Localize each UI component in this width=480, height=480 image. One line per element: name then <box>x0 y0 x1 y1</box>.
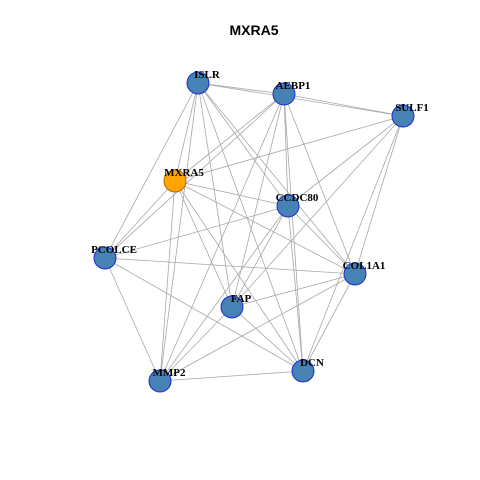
node-mxra5: MXRA5 <box>163 167 204 193</box>
edge-islr-sulf1 <box>197 82 404 117</box>
node-dcn: DCN <box>291 357 324 383</box>
node-circle-mxra5 <box>163 169 187 193</box>
node-label-mxra5: MXRA5 <box>164 167 204 179</box>
node-ccdc80: CCDC80 <box>276 192 319 218</box>
edge-mxra5-mmp2 <box>159 180 176 382</box>
edge-mxra5-col1a1 <box>174 180 356 275</box>
node-mmp2: MMP2 <box>148 367 186 393</box>
edge-islr-dcn <box>197 82 304 372</box>
node-label-pcolce: PCOLCE <box>91 244 137 256</box>
node-circle-fap <box>220 295 244 319</box>
edge-aebp1-mmp2 <box>159 93 285 382</box>
edge-islr-pcolce <box>104 82 199 259</box>
node-circle-mmp2 <box>148 369 172 393</box>
node-label-dcn: DCN <box>300 357 324 369</box>
edge-col1a1-mmp2 <box>159 273 356 382</box>
edge-ccdc80-col1a1 <box>287 205 356 275</box>
node-label-aebp1: AEBP1 <box>276 80 311 92</box>
edge-mxra5-fap <box>174 180 233 308</box>
node-label-ccdc80: CCDC80 <box>276 192 319 204</box>
edge-ccdc80-pcolce <box>104 205 289 259</box>
node-circle-islr <box>186 71 210 95</box>
edge-pcolce-col1a1 <box>104 257 356 275</box>
edge-mxra5-dcn <box>174 180 304 372</box>
node-sulf1: SULF1 <box>391 102 429 128</box>
edge-fap-dcn <box>231 306 304 372</box>
diagram-title: MXRA5 <box>229 22 278 38</box>
node-islr: ISLR <box>186 69 221 95</box>
edge-pcolce-dcn <box>104 257 304 372</box>
edges-layer <box>104 82 404 382</box>
node-col1a1: COL1A1 <box>343 260 386 286</box>
edge-col1a1-dcn <box>302 273 356 372</box>
edge-sulf1-ccdc80 <box>287 115 404 207</box>
node-label-mmp2: MMP2 <box>153 367 186 379</box>
edge-mxra5-pcolce <box>104 180 176 259</box>
edge-aebp1-ccdc80 <box>283 93 289 207</box>
node-label-sulf1: SULF1 <box>395 102 429 114</box>
node-circle-ccdc80 <box>276 194 300 218</box>
node-circle-pcolce <box>93 246 117 270</box>
edge-aebp1-mxra5 <box>174 93 285 182</box>
edge-islr-aebp1 <box>197 82 285 95</box>
node-aebp1: AEBP1 <box>272 80 311 106</box>
edge-aebp1-pcolce <box>104 93 285 259</box>
edge-islr-ccdc80 <box>197 82 289 207</box>
edge-islr-mmp2 <box>159 82 199 382</box>
edge-ccdc80-fap <box>231 205 289 308</box>
node-circle-col1a1 <box>343 262 367 286</box>
edge-ccdc80-dcn <box>287 205 304 372</box>
edge-aebp1-col1a1 <box>283 93 356 275</box>
edge-sulf1-mxra5 <box>174 115 404 182</box>
edge-dcn-mmp2 <box>159 370 304 382</box>
edge-islr-col1a1 <box>197 82 356 275</box>
edge-aebp1-fap <box>231 93 285 308</box>
edge-mxra5-ccdc80 <box>174 180 289 207</box>
node-label-islr: ISLR <box>194 69 221 81</box>
node-circle-dcn <box>291 359 315 383</box>
node-pcolce: PCOLCE <box>91 244 137 270</box>
node-circle-sulf1 <box>391 104 415 128</box>
edge-islr-fap <box>197 82 233 308</box>
edge-aebp1-dcn <box>283 93 304 372</box>
edge-col1a1-fap <box>231 273 356 308</box>
edge-sulf1-dcn <box>302 115 404 372</box>
edge-aebp1-sulf1 <box>283 93 404 117</box>
node-circle-aebp1 <box>272 82 296 106</box>
edge-fap-mmp2 <box>159 306 233 382</box>
edge-sulf1-fap <box>231 115 404 308</box>
node-fap: FAP <box>220 293 252 319</box>
edge-ccdc80-mmp2 <box>159 205 289 382</box>
edge-sulf1-col1a1 <box>354 115 404 275</box>
edge-islr-mxra5 <box>174 82 199 182</box>
node-label-col1a1: COL1A1 <box>343 260 386 272</box>
edge-pcolce-mmp2 <box>104 257 161 382</box>
node-label-fap: FAP <box>231 293 252 305</box>
